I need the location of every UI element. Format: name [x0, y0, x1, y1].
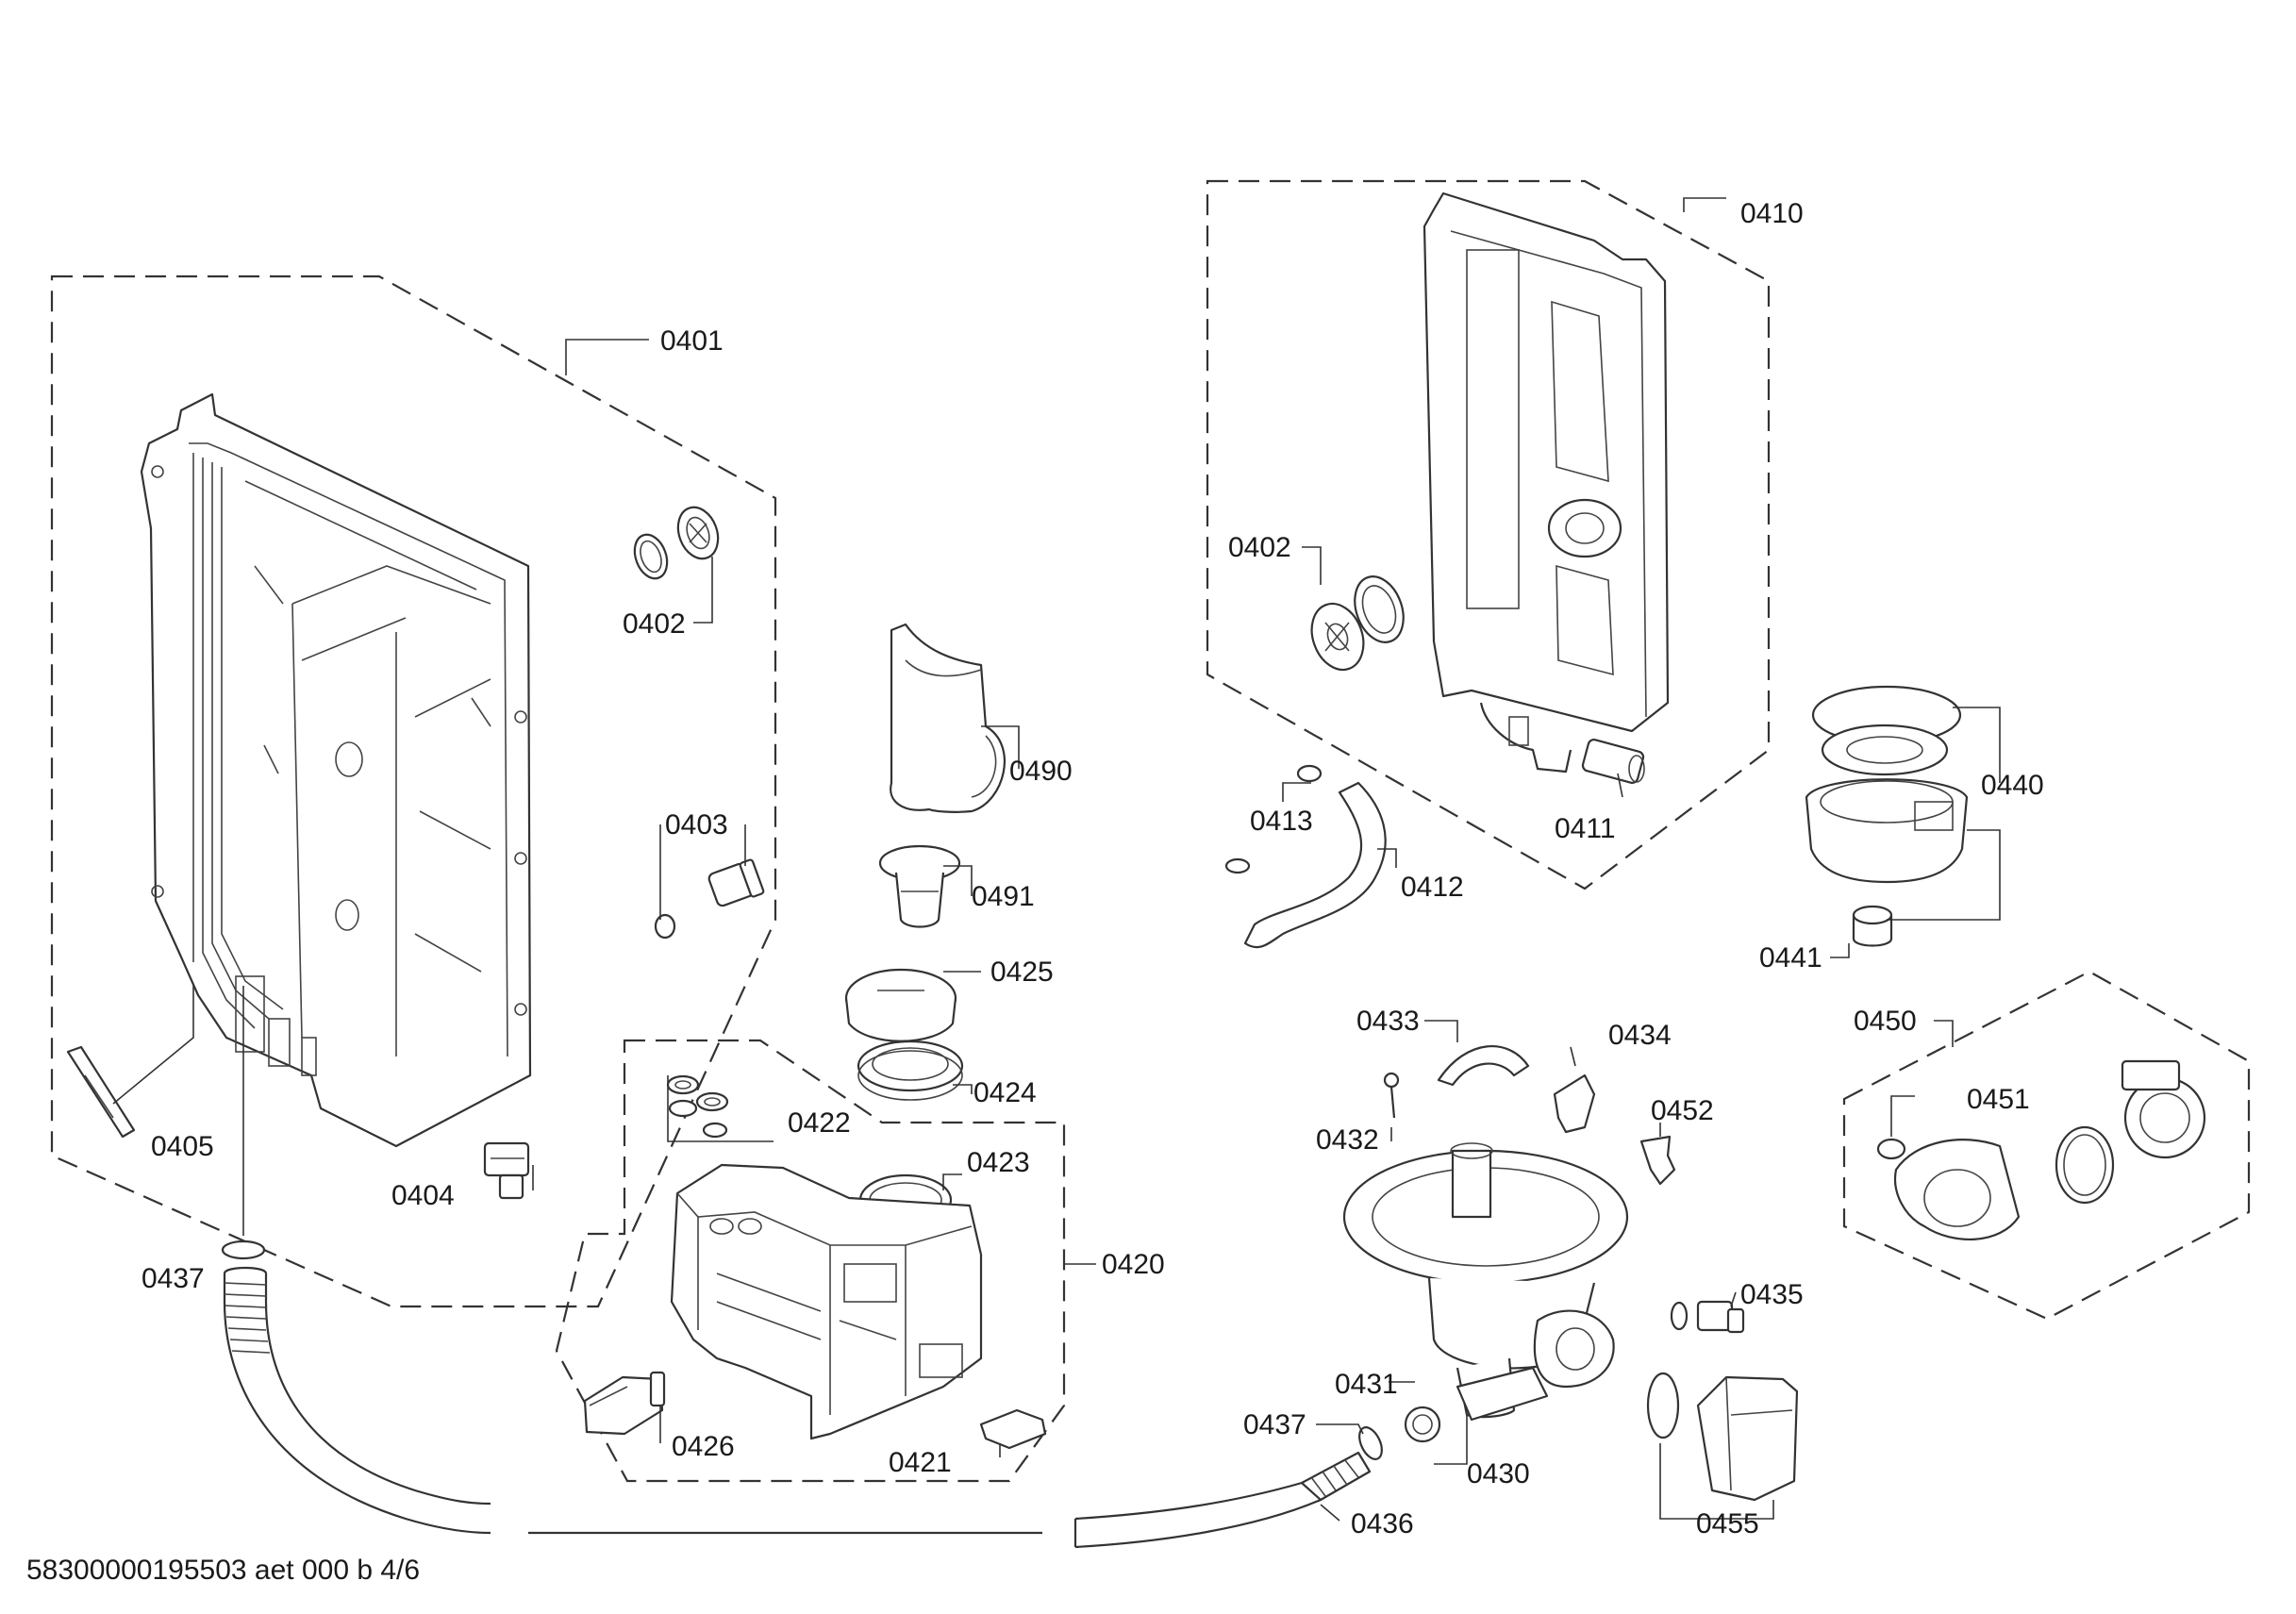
label-0402-right: 0402: [1228, 532, 1291, 563]
clip-0421: [979, 1408, 1047, 1450]
label-0440: 0440: [1981, 770, 2044, 801]
label-0490: 0490: [1009, 756, 1073, 787]
label-0411: 0411: [1555, 813, 1616, 844]
label-0452: 0452: [1651, 1095, 1714, 1126]
circulation-pump-0450: [1893, 1059, 2206, 1240]
sensor-0441: [1852, 905, 1893, 947]
label-0451: 0451: [1967, 1084, 2030, 1115]
label-0434: 0434: [1608, 1020, 1672, 1051]
heater-assembly-0440: [1805, 685, 1969, 884]
label-0410: 0410: [1740, 198, 1804, 229]
label-0430: 0430: [1467, 1458, 1530, 1489]
cup-0491: [878, 844, 961, 928]
valve-0411: [1581, 739, 1645, 784]
clip-0405: [66, 1045, 136, 1139]
label-0420: 0420: [1102, 1249, 1165, 1280]
label-0424: 0424: [973, 1077, 1037, 1108]
group-outline-0420: [555, 1039, 1066, 1483]
label-0441: 0441: [1759, 942, 1822, 973]
hose-ring-0437-left: [221, 1240, 266, 1260]
hose-clamp-0413: [1224, 764, 1323, 874]
label-0435: 0435: [1740, 1279, 1804, 1310]
cover-panel-0410: [1423, 191, 1670, 774]
label-0426: 0426: [672, 1431, 735, 1462]
label-0404: 0404: [391, 1180, 455, 1211]
seal-ring-0402-left: [633, 506, 720, 580]
label-0432: 0432: [1316, 1124, 1379, 1156]
valve-fitting-0403: [654, 858, 765, 940]
connector-0431: [1404, 1406, 1441, 1443]
label-0455: 0455: [1696, 1508, 1759, 1539]
document-id: 58300000195503 aet 000 b 4/6: [26, 1555, 420, 1586]
label-0431: 0431: [1335, 1369, 1398, 1400]
hose-ring-0437-right: [1358, 1426, 1383, 1460]
seal-set-0422: [666, 1074, 729, 1139]
group-outline-0410: [1206, 179, 1771, 890]
bracket-0433: [1437, 1045, 1530, 1087]
hose-0412: [1243, 781, 1387, 949]
label-0423: 0423: [967, 1147, 1030, 1178]
drain-hose-left: [223, 1266, 1077, 1547]
dispenser-body-0420: [670, 1163, 983, 1440]
sump-0430: [1342, 1142, 1629, 1422]
sensor-0435: [1670, 1300, 1745, 1334]
label-0402-left: 0402: [623, 608, 686, 640]
label-0436: 0436: [1351, 1508, 1414, 1539]
clamp-0451: [1876, 1138, 1906, 1160]
label-0412: 0412: [1401, 872, 1464, 903]
label-0425: 0425: [990, 957, 1054, 988]
ring-0424: [857, 1040, 964, 1101]
label-0403: 0403: [665, 809, 728, 840]
clip-0452: [1639, 1135, 1676, 1186]
group-outline-0450: [1842, 970, 2251, 1321]
label-0422: 0422: [788, 1107, 851, 1139]
cap-0425: [844, 968, 957, 1042]
drain-hose-right: [1074, 1451, 1372, 1549]
label-0421: 0421: [889, 1447, 952, 1478]
sensor-0404: [483, 1141, 530, 1200]
seal-ring-0402-right: [1310, 575, 1405, 672]
part-labels: 0401 0402 0403 0404 0405 0437 0490 0491 …: [141, 198, 2044, 1539]
side-panel-part: [140, 392, 532, 1148]
label-0401: 0401: [660, 325, 724, 357]
heater-0455: [1646, 1372, 1799, 1502]
label-0433: 0433: [1356, 1006, 1420, 1037]
label-0405: 0405: [151, 1131, 214, 1162]
leader-lines: [112, 197, 2001, 1522]
label-0437-left: 0437: [141, 1263, 205, 1294]
lever-0434: [1553, 1073, 1596, 1134]
pump-0426: [583, 1371, 666, 1436]
funnel-0490: [890, 623, 1006, 813]
screw-0432: [1383, 1072, 1400, 1119]
label-0450: 0450: [1854, 1006, 1917, 1037]
label-0491: 0491: [972, 881, 1035, 912]
label-0413: 0413: [1250, 806, 1313, 837]
label-0437-right: 0437: [1243, 1409, 1306, 1440]
